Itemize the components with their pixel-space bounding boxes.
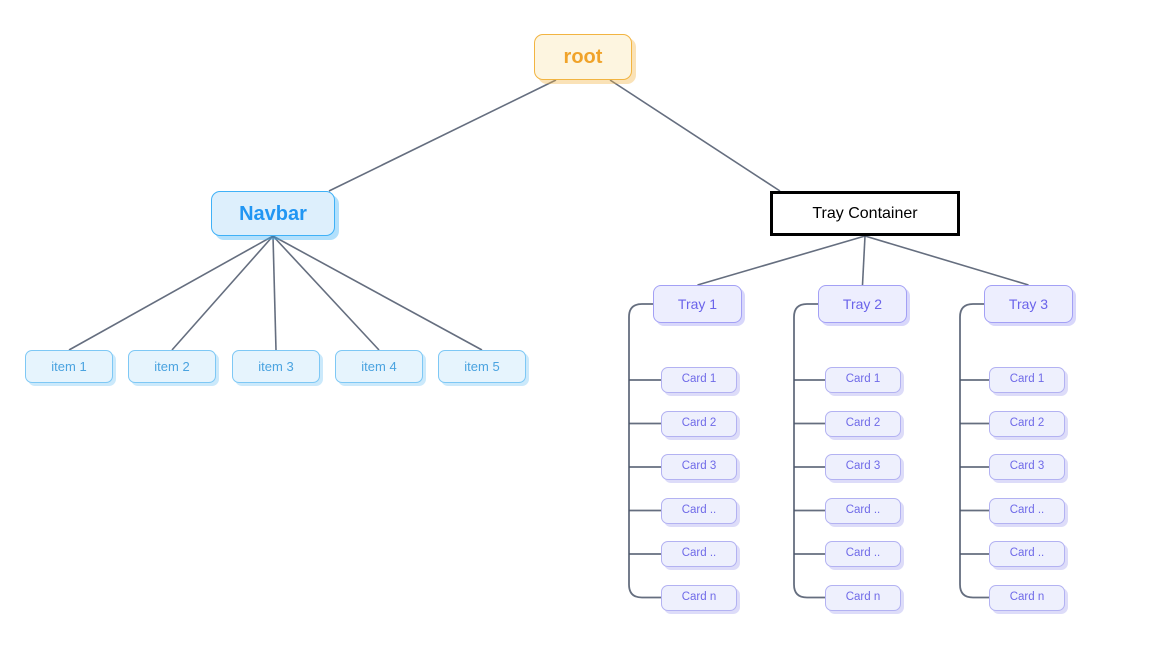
node-tray-3-card-3-label: Card 3	[1009, 460, 1045, 473]
node-tray-3-card-4-label: Card ..	[1009, 503, 1045, 516]
edge-navbar-to-item-5	[272, 235, 483, 351]
node-item-3[interactable]: item 3	[232, 350, 320, 383]
node-tray-2-card-1[interactable]: Card 1	[825, 367, 901, 393]
edges-group	[68, 79, 1029, 351]
edge-tray-container-to-tray-2	[861, 235, 866, 286]
node-tray-1-card-5[interactable]: Card ..	[661, 541, 737, 567]
node-tray-3-card-1-label: Card 1	[1009, 373, 1045, 386]
node-tray-2-card-5-label: Card ..	[845, 547, 881, 560]
node-tray-1-card-4[interactable]: Card ..	[661, 497, 737, 524]
node-tray-1-card-1-label: Card 1	[681, 373, 717, 386]
node-navbar-label: Navbar	[239, 202, 307, 225]
node-tray-1[interactable]: Tray 1	[653, 285, 742, 323]
node-tray-container-label: Tray Container	[812, 204, 918, 222]
node-tray-1-card-5-label: Card ..	[681, 547, 717, 560]
node-tray-container[interactable]: Tray Container	[770, 191, 960, 236]
node-root[interactable]: root	[534, 34, 632, 80]
node-tray-2-card-2-label: Card 2	[845, 416, 881, 429]
node-tray-1-card-3-label: Card 3	[681, 460, 717, 473]
node-item-5[interactable]: item 5	[438, 350, 526, 383]
node-tray-1-card-6-label: Card n	[681, 590, 717, 603]
edge-navbar-to-item-4	[272, 235, 380, 351]
node-tray-2-card-1-label: Card 1	[845, 373, 881, 386]
node-tray-2-card-6[interactable]: Card n	[825, 584, 901, 611]
node-item-4-label: item 4	[361, 359, 397, 374]
node-tray-2-label: Tray 2	[842, 296, 883, 312]
node-tray-3-card-3[interactable]: Card 3	[989, 454, 1065, 480]
node-tray-2-card-3-label: Card 3	[845, 460, 881, 473]
node-root-label: root	[563, 46, 603, 68]
node-tray-3-card-5[interactable]: Card ..	[989, 541, 1065, 567]
node-tray-1-card-1[interactable]: Card 1	[661, 367, 737, 393]
node-tray-3-card-2-label: Card 2	[1009, 416, 1045, 429]
node-tray-3[interactable]: Tray 3	[984, 285, 1073, 323]
edge-tray-container-to-tray-1	[697, 235, 866, 286]
node-tray-2-card-2[interactable]: Card 2	[825, 410, 901, 437]
node-item-4[interactable]: item 4	[335, 350, 423, 383]
node-tray-3-card-6[interactable]: Card n	[989, 584, 1065, 611]
node-item-3-label: item 3	[258, 359, 294, 374]
node-tray-3-card-2[interactable]: Card 2	[989, 410, 1065, 437]
node-tray-2-card-6-label: Card n	[845, 590, 881, 603]
node-tray-2[interactable]: Tray 2	[818, 285, 907, 323]
node-tray-2-card-3[interactable]: Card 3	[825, 454, 901, 480]
node-item-1-label: item 1	[51, 359, 87, 374]
node-tray-3-card-4[interactable]: Card ..	[989, 497, 1065, 524]
node-navbar[interactable]: Navbar	[211, 191, 335, 236]
node-tray-1-label: Tray 1	[677, 296, 718, 312]
node-item-2[interactable]: item 2	[128, 350, 216, 383]
edge-navbar-to-item-2	[171, 235, 274, 351]
tray-2-spine	[793, 303, 825, 599]
edge-navbar-to-item-3	[272, 235, 277, 351]
node-tray-3-card-6-label: Card n	[1009, 590, 1045, 603]
node-item-1[interactable]: item 1	[25, 350, 113, 383]
edge-root-to-navbar	[328, 79, 557, 192]
edge-tray-container-to-tray-3	[864, 235, 1029, 286]
node-tray-1-card-3[interactable]: Card 3	[661, 454, 737, 480]
node-tray-3-card-5-label: Card ..	[1009, 547, 1045, 560]
node-tray-1-card-4-label: Card ..	[681, 503, 717, 516]
node-tray-1-card-6[interactable]: Card n	[661, 584, 737, 611]
edge-navbar-to-item-1	[68, 235, 274, 351]
tray-1-spine	[628, 303, 661, 599]
edge-root-to-tray-container	[609, 79, 781, 192]
node-tray-3-card-1[interactable]: Card 1	[989, 367, 1065, 393]
tray-spines-group	[628, 303, 989, 599]
node-tray-2-card-5[interactable]: Card ..	[825, 541, 901, 567]
node-tray-2-card-4-label: Card ..	[845, 503, 881, 516]
node-tray-1-card-2-label: Card 2	[681, 416, 717, 429]
node-tray-3-label: Tray 3	[1008, 296, 1049, 312]
node-tray-1-card-2[interactable]: Card 2	[661, 410, 737, 437]
node-tray-2-card-4[interactable]: Card ..	[825, 497, 901, 524]
tray-3-spine	[959, 303, 989, 599]
node-item-2-label: item 2	[154, 359, 190, 374]
node-item-5-label: item 5	[464, 359, 500, 374]
